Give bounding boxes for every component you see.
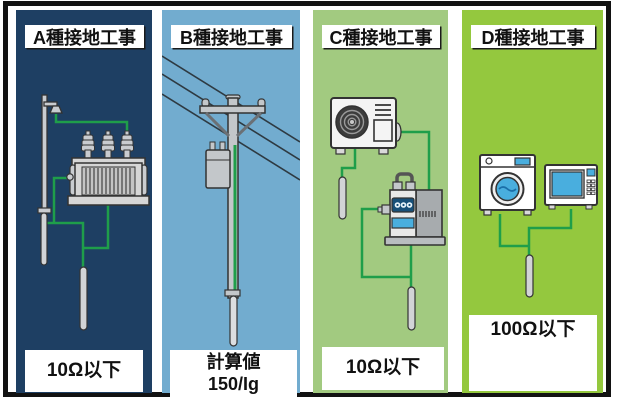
panel-d-value: 100Ω以下: [469, 315, 597, 391]
panel-type-b: B種接地工事 計算値 150/Ig: [162, 10, 300, 397]
panel-a-title: A種接地工事: [25, 25, 144, 48]
panel-b-title: B種接地工事: [171, 25, 292, 48]
air-conditioner-and-motor-icon: [330, 97, 446, 331]
panel-type-a: A種接地工事 10Ω以下: [16, 10, 152, 393]
utility-pole-icon: [162, 55, 300, 347]
washing-machine-and-microwave-icon: [479, 154, 598, 298]
panel-c-value: 10Ω以下: [322, 347, 444, 390]
panel-a-value: 10Ω以下: [25, 350, 143, 392]
panel-b-value: 計算値 150/Ig: [170, 350, 297, 397]
panel-type-d: D種接地工事 100Ω以下: [462, 10, 603, 393]
panel-type-c: C種接地工事 10Ω以下: [313, 10, 448, 393]
panel-c-title: C種接地工事: [322, 25, 440, 48]
panel-d-title: D種接地工事: [471, 25, 595, 48]
transformer-lightning-arrester-icon: [37, 94, 150, 331]
